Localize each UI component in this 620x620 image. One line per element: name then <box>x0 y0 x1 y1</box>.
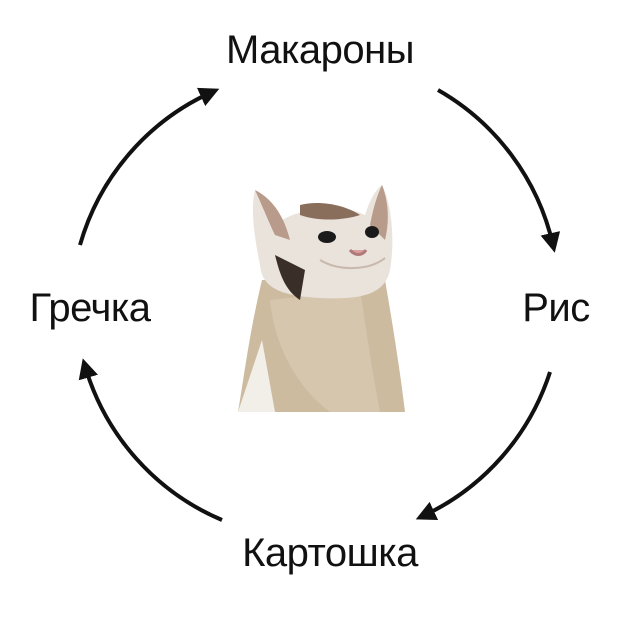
arrow-kartoshka-to-grechka <box>78 358 223 522</box>
node-grechka: Гречка <box>29 286 151 330</box>
arrow-ris-to-kartoshka <box>415 371 552 520</box>
node-ris: Рис <box>522 286 590 330</box>
arrow-makarony-to-ris <box>437 88 561 253</box>
arrow-grechka-to-makarony <box>78 87 220 246</box>
node-makarony: Макароны <box>226 28 414 72</box>
pop-cat-image <box>238 185 405 412</box>
node-kartoshka: Картошка <box>242 531 418 575</box>
